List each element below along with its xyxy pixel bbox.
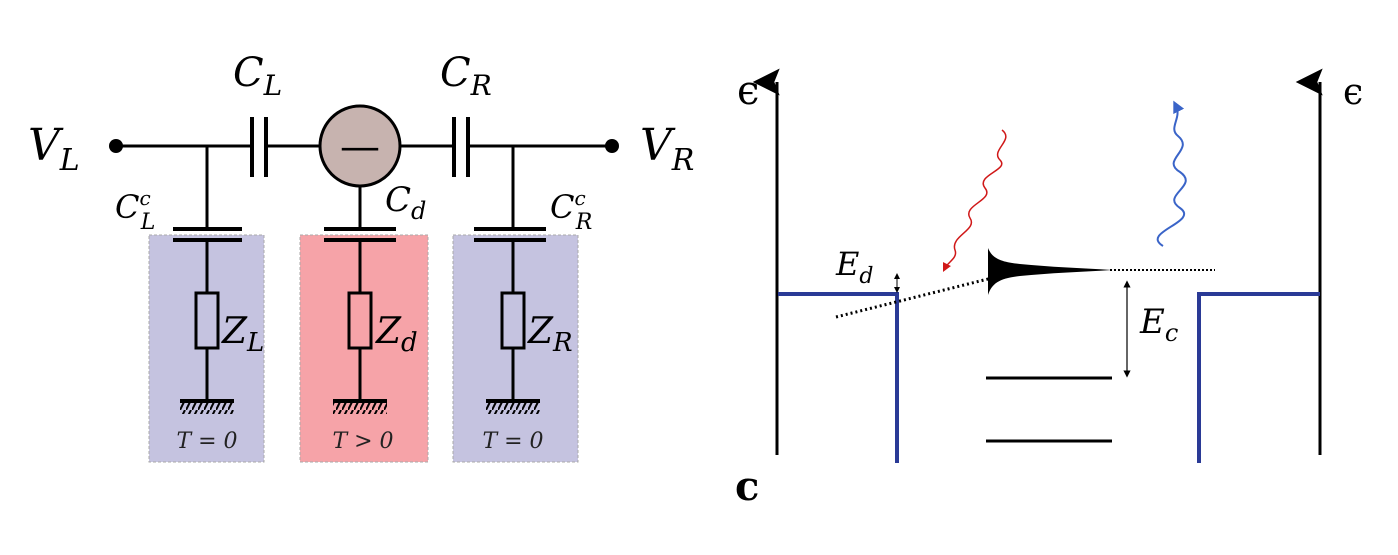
left-barrier xyxy=(778,292,899,463)
label-VR: VR xyxy=(640,120,694,178)
temp-left: T = 0 xyxy=(176,429,237,454)
panel-label: c xyxy=(735,463,759,510)
label-CR: CR xyxy=(440,50,492,102)
impedance-ZR xyxy=(500,240,526,400)
ground-left xyxy=(180,399,234,414)
label-Zd: Zd xyxy=(375,311,418,358)
label-Ed: Ed xyxy=(835,245,873,289)
right-barrier xyxy=(1197,292,1320,463)
epsilon-left-label: ϵ xyxy=(737,68,759,114)
label-ZR: ZR xyxy=(527,311,573,358)
label-ZL: ZL xyxy=(221,311,264,358)
label-VL: VL xyxy=(28,120,80,178)
epsilon-right-label: ϵ xyxy=(1343,72,1363,113)
coupling-capacitor-right xyxy=(474,227,546,242)
ground-middle xyxy=(333,399,387,414)
left-terminal xyxy=(109,139,123,153)
capacitor-CR xyxy=(452,117,470,177)
label-Cd: Cd xyxy=(385,180,426,225)
label-CL: CL xyxy=(233,50,282,102)
ground-right xyxy=(486,399,540,414)
label-Ec: Ec xyxy=(1139,302,1178,347)
outgoing-photon xyxy=(1156,100,1187,247)
circuit-diagram: — xyxy=(28,50,694,463)
right-terminal xyxy=(605,139,619,153)
incoming-photon xyxy=(942,129,1007,273)
temp-middle: T > 0 xyxy=(332,429,393,454)
energy-diagram: ϵ ϵ Ed Ec c xyxy=(735,68,1363,510)
broadened-level xyxy=(988,248,1112,295)
temp-right: T = 0 xyxy=(482,429,543,454)
tunneling-path xyxy=(835,276,993,319)
island-symbol: — xyxy=(340,124,380,170)
impedance-ZL xyxy=(194,240,220,400)
impedance-Zd xyxy=(347,240,373,400)
capacitor-CL xyxy=(250,117,268,177)
